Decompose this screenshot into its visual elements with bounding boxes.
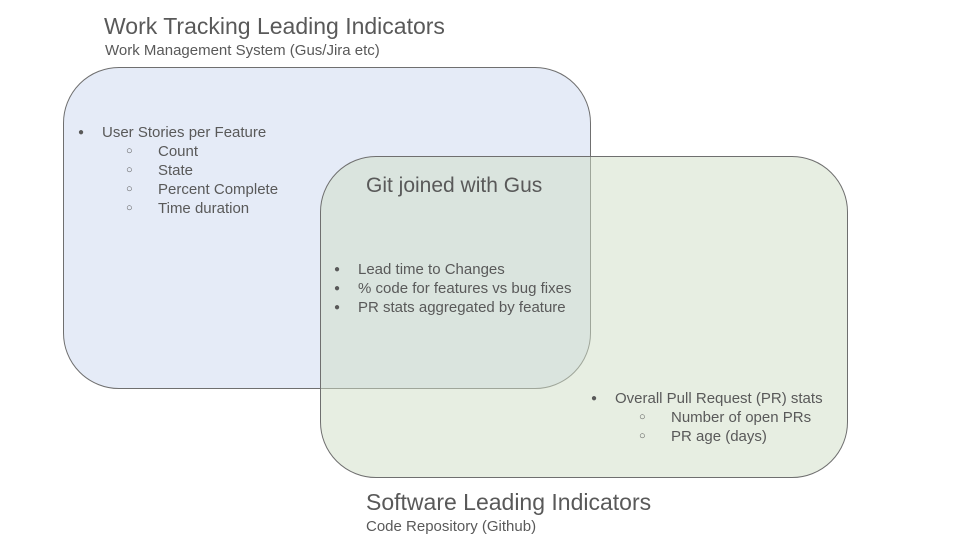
bullet-icon: ● — [334, 264, 341, 275]
bullet-icon: ● — [334, 302, 341, 313]
list-item: ● % code for features vs bug fixes — [334, 279, 571, 298]
software-sublist: ○ Number of open PRs ○ PR age (days) — [615, 408, 823, 446]
hollow-bullet-icon: ○ — [126, 145, 133, 157]
overlap-item-label: PR stats aggregated by feature — [358, 299, 566, 316]
list-item: ○ State — [126, 161, 278, 180]
overlap-item-label: Lead time to Changes — [358, 261, 505, 278]
list-item: ● PR stats aggregated by feature — [334, 298, 571, 317]
work-item-label: User Stories per Feature — [102, 124, 267, 141]
sub-item-label: Percent Complete — [158, 181, 279, 198]
list-item: ○ Count — [126, 142, 278, 161]
list-item: ● Lead time to Changes — [334, 260, 571, 279]
software-list: ● Overall Pull Request (PR) stats ○ Numbe… — [591, 389, 823, 446]
overlap-title: Git joined with Gus — [366, 174, 543, 197]
software-indicators-title: Software Leading Indicators — [366, 489, 652, 515]
list-item: ● Overall Pull Request (PR) stats ○ Numbe… — [591, 389, 823, 446]
software-indicators-region — [320, 156, 848, 478]
list-item: ○ Number of open PRs — [639, 408, 823, 427]
list-item: ○ Time duration — [126, 199, 278, 218]
work-sublist: ○ Count ○ State ○ Percent Complete ○ Time du… — [102, 142, 278, 218]
hollow-bullet-icon: ○ — [639, 430, 646, 442]
sub-item-label: Count — [158, 143, 199, 160]
sub-item-label: Number of open PRs — [671, 409, 812, 426]
hollow-bullet-icon: ○ — [126, 202, 133, 214]
sub-item-label: State — [158, 162, 194, 179]
list-item: ○ PR age (days) — [639, 427, 823, 446]
hollow-bullet-icon: ○ — [126, 183, 133, 195]
software-item-label: Overall Pull Request (PR) stats — [615, 390, 823, 407]
overlap-item-label: % code for features vs bug fixes — [358, 280, 572, 297]
work-tracking-list: ● User Stories per Feature ○ Count ○ State… — [78, 123, 278, 218]
work-tracking-title: Work Tracking Leading Indicators — [104, 13, 445, 39]
hollow-bullet-icon: ○ — [639, 411, 646, 423]
list-item: ● User Stories per Feature ○ Count ○ State… — [78, 123, 278, 218]
sub-item-label: PR age (days) — [671, 428, 767, 445]
bullet-icon: ● — [78, 127, 85, 138]
sub-item-label: Time duration — [158, 200, 250, 217]
hollow-bullet-icon: ○ — [126, 164, 133, 176]
bullet-icon: ● — [591, 393, 598, 404]
overlap-list: ● Lead time to Changes ● % code for featur… — [334, 260, 571, 317]
list-item: ○ Percent Complete — [126, 180, 278, 199]
work-tracking-subtitle: Work Management System (Gus/Jira etc) — [105, 42, 380, 59]
bullet-icon: ● — [334, 283, 341, 294]
software-indicators-subtitle: Code Repository (Github) — [366, 518, 537, 535]
